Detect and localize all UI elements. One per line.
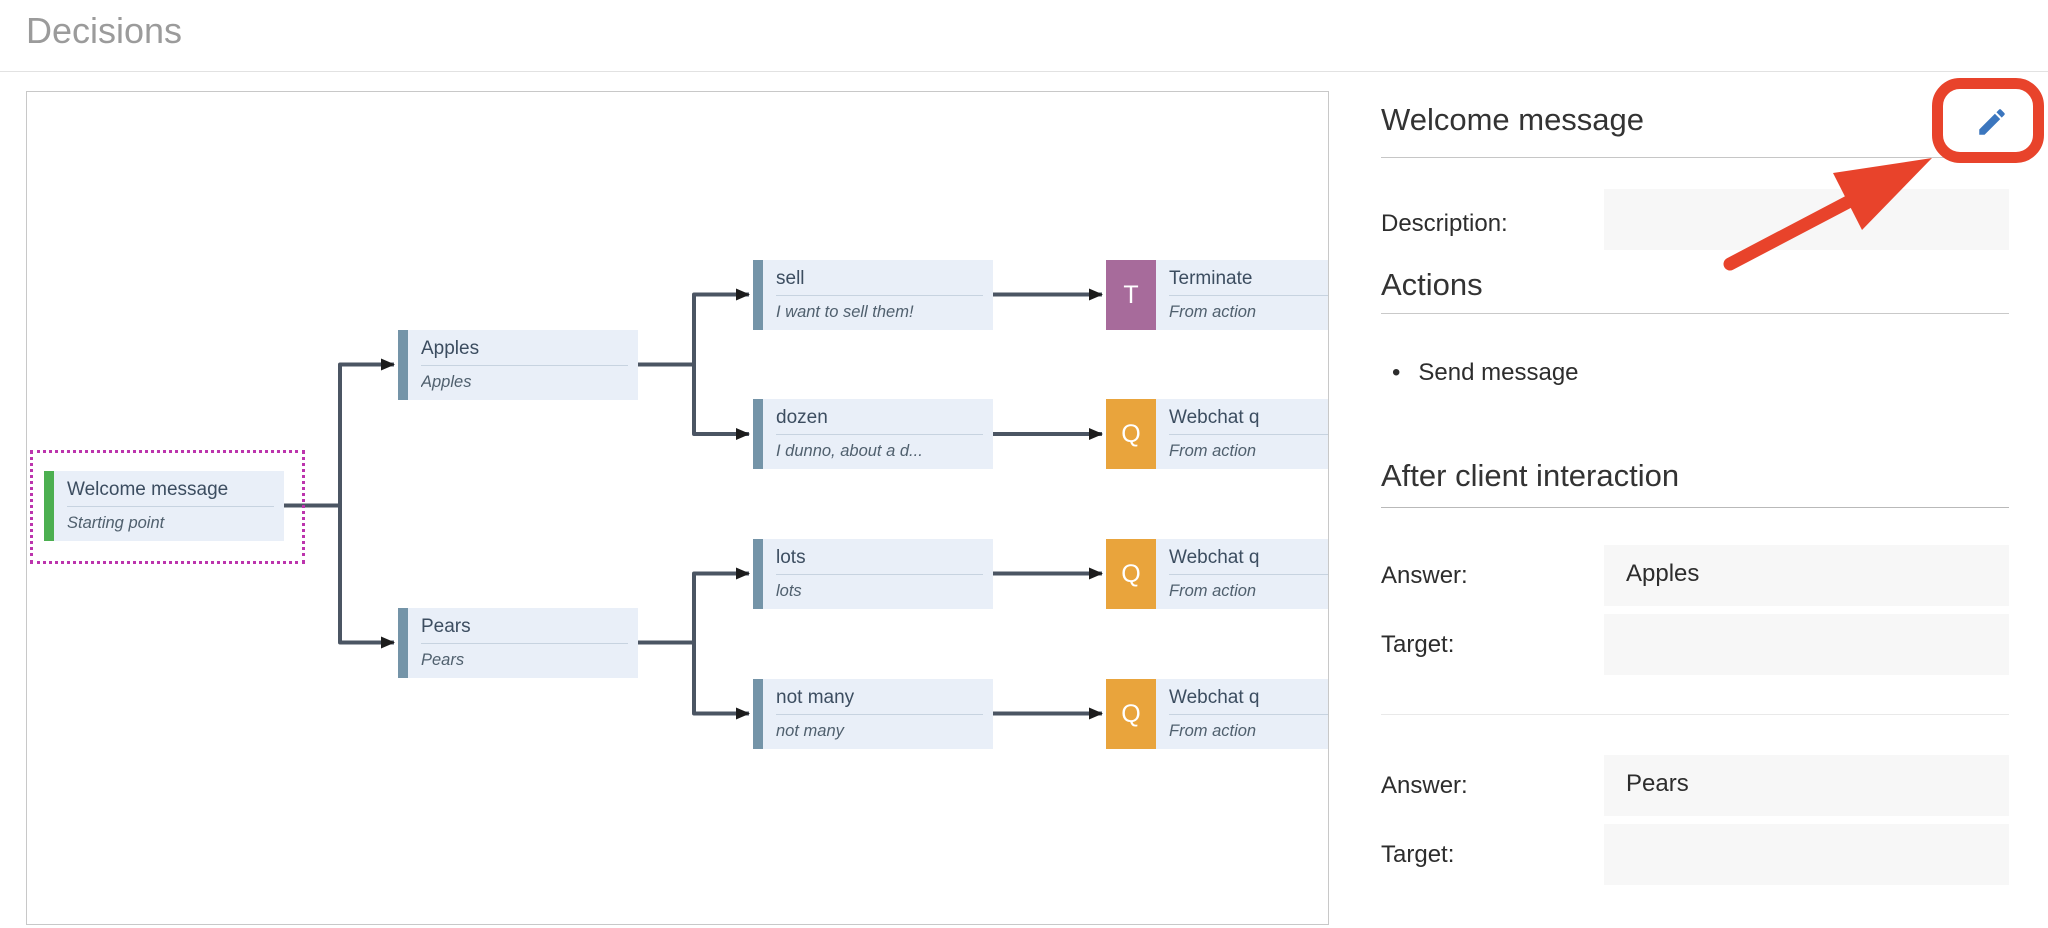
node-subtitle: Apples (421, 373, 472, 391)
answer-field-1 (1604, 545, 2009, 606)
answer-accent-bar (398, 330, 408, 400)
node-subtitle: Pears (421, 651, 465, 669)
question-badge: Q (1106, 679, 1156, 749)
node-title: Webchat q (1169, 406, 1328, 435)
target-field-2 (1604, 824, 2009, 885)
tree-node-sell[interactable]: sell I want to sell them! (753, 260, 993, 330)
tree-node-not-many[interactable]: not many not many (753, 679, 993, 749)
answer-value-1: Apples (1626, 560, 1700, 587)
terminate-badge: T (1106, 260, 1156, 330)
after-interaction-heading: After client interaction (1381, 458, 1680, 493)
answer-accent-bar (753, 539, 763, 609)
answer-field-2 (1604, 755, 2009, 816)
node-subtitle: lots (776, 582, 802, 600)
node-subtitle: From action (1169, 442, 1257, 460)
node-title: sell (776, 267, 983, 296)
tree-node-terminate[interactable]: T Terminate From action (1106, 260, 1328, 330)
selected-node-outline (30, 450, 305, 564)
answer-accent-bar (753, 399, 763, 469)
panel-title: Welcome message (1381, 102, 1645, 137)
node-title: Pears (421, 615, 628, 644)
node-title: Welcome message (67, 478, 274, 507)
panel-title-divider (1381, 157, 2009, 158)
node-title: lots (776, 546, 983, 575)
action-item-send-message: Send message (1392, 359, 1578, 387)
tree-node-pears[interactable]: Pears Pears (398, 608, 638, 678)
tree-node-webchat-q-3[interactable]: Q Webchat q From action (1106, 679, 1328, 749)
page-title: Decisions (26, 10, 183, 51)
node-subtitle: From action (1169, 303, 1257, 321)
node-subtitle: not many (776, 722, 844, 740)
answer-accent-bar (398, 608, 408, 678)
target-label-1: Target: (1381, 631, 1455, 658)
tree-node-webchat-q-2[interactable]: Q Webchat q From action (1106, 539, 1328, 609)
decision-tree-canvas: Welcome message Starting point Apples Ap… (26, 91, 1329, 925)
question-badge: Q (1106, 399, 1156, 469)
answer-group-divider (1381, 714, 2009, 715)
header-divider (0, 71, 2048, 72)
description-label: Description: (1381, 210, 1508, 237)
question-badge: Q (1106, 539, 1156, 609)
node-title: dozen (776, 406, 983, 435)
tree-node-apples[interactable]: Apples Apples (398, 330, 638, 400)
tree-node-lots[interactable]: lots lots (753, 539, 993, 609)
after-interaction-divider (1381, 507, 2009, 508)
edit-button[interactable] (1948, 94, 2036, 150)
node-subtitle: I dunno, about a d... (776, 442, 923, 460)
description-field (1604, 189, 2009, 250)
actions-divider (1381, 313, 2009, 314)
actions-heading: Actions (1381, 267, 1483, 302)
target-field-1 (1604, 614, 2009, 675)
tree-node-welcome-message[interactable]: Welcome message Starting point (44, 471, 284, 541)
answer-accent-bar (753, 679, 763, 749)
start-accent-bar (44, 471, 54, 541)
target-label-2: Target: (1381, 841, 1455, 868)
node-subtitle: Starting point (67, 514, 165, 532)
node-subtitle: From action (1169, 582, 1257, 600)
node-subtitle: I want to sell them! (776, 303, 914, 321)
node-title: not many (776, 686, 983, 715)
node-title: Apples (421, 337, 628, 366)
actions-list: Send message (1392, 359, 1578, 387)
tree-node-webchat-q-1[interactable]: Q Webchat q From action (1106, 399, 1328, 469)
answer-value-2: Pears (1626, 770, 1689, 797)
node-title: Terminate (1169, 267, 1328, 296)
node-subtitle: From action (1169, 722, 1257, 740)
tree-node-dozen[interactable]: dozen I dunno, about a d... (753, 399, 993, 469)
tree-connectors (284, 288, 1103, 720)
node-title: Webchat q (1169, 546, 1328, 575)
answer-label-1: Answer: (1381, 562, 1468, 589)
answer-accent-bar (753, 260, 763, 330)
pencil-icon (1979, 109, 2005, 135)
node-title: Webchat q (1169, 686, 1328, 715)
answer-label-2: Answer: (1381, 772, 1468, 799)
